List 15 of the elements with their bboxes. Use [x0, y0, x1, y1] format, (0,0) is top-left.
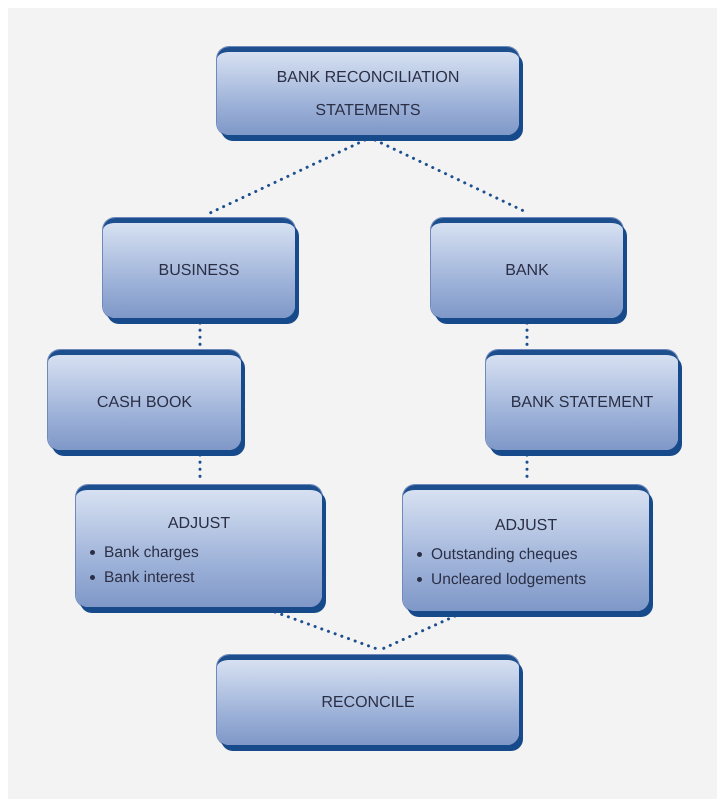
box-heading: CASH BOOK: [96, 393, 192, 413]
box-heading: RECONCILE: [321, 693, 415, 713]
bullet-item: Outstanding cheques: [431, 545, 578, 565]
box-heading: BANK: [505, 261, 549, 281]
box-heading: ADJUST: [494, 516, 558, 536]
bullet-item: Bank charges: [104, 543, 199, 563]
box-heading: BUSINESS: [158, 261, 240, 281]
bullet-item: Uncleared lodgements: [431, 570, 586, 590]
box-heading: BANK STATEMENT: [510, 393, 654, 413]
dotted-connector: [208, 138, 366, 214]
dotted-connector: [526, 322, 528, 346]
box-heading: ADJUST: [168, 514, 230, 534]
dotted-connector: [198, 322, 202, 346]
box-heading: BANK RECONCILIATION STATEMENTS: [276, 68, 460, 120]
bullet-item: Bank interest: [104, 568, 194, 588]
